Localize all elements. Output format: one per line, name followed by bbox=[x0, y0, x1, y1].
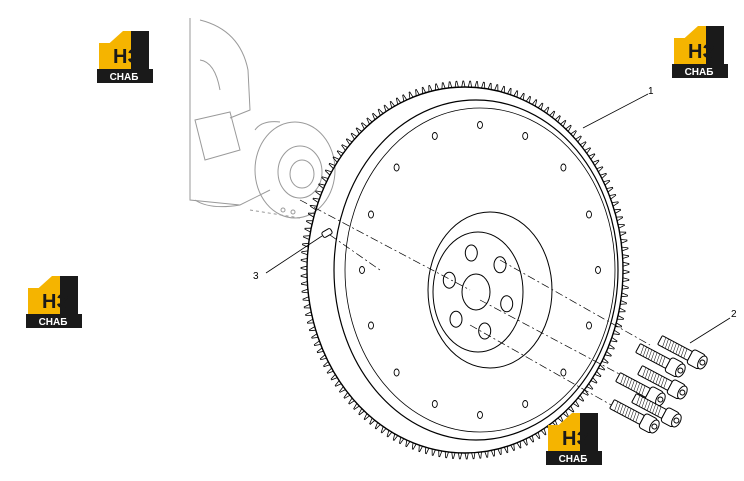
bolt bbox=[635, 343, 686, 378]
logo-mark: НЗ bbox=[562, 428, 589, 450]
logo-subtitle: СНАБ bbox=[110, 72, 139, 83]
bolt bbox=[615, 372, 666, 407]
ring-gear-teeth bbox=[300, 80, 630, 460]
logo-watermark: НЗ СНАБ bbox=[542, 407, 604, 469]
leader-lines bbox=[265, 93, 731, 344]
bolt bbox=[657, 335, 708, 370]
crankshaft-ghost bbox=[189, 18, 336, 219]
flywheel-bolt-holes bbox=[442, 244, 514, 340]
callout-1: 1 bbox=[648, 86, 654, 97]
dowel-pin bbox=[321, 228, 333, 238]
flywheel-rim-holes bbox=[359, 121, 601, 419]
logo-subtitle: СНАБ bbox=[559, 454, 588, 465]
logo-watermark: НЗ СНАБ bbox=[22, 270, 84, 332]
logo-mark: НЗ bbox=[42, 291, 69, 313]
bolt bbox=[609, 399, 660, 434]
logo-subtitle: СНАБ bbox=[685, 67, 714, 78]
flywheel bbox=[300, 80, 630, 460]
bolt bbox=[637, 365, 688, 400]
logo-watermark: НЗ СНАБ bbox=[668, 20, 730, 82]
bolt bbox=[631, 393, 682, 428]
flywheel-bolts bbox=[609, 335, 708, 434]
callout-3: 3 bbox=[253, 271, 259, 282]
logo-subtitle: СНАБ bbox=[39, 317, 68, 328]
callout-2: 2 bbox=[731, 309, 737, 320]
logo-mark: НЗ bbox=[113, 46, 140, 68]
center-lines bbox=[299, 199, 651, 411]
logo-watermark: НЗ СНАБ bbox=[93, 25, 155, 87]
logo-mark: НЗ bbox=[688, 41, 715, 63]
